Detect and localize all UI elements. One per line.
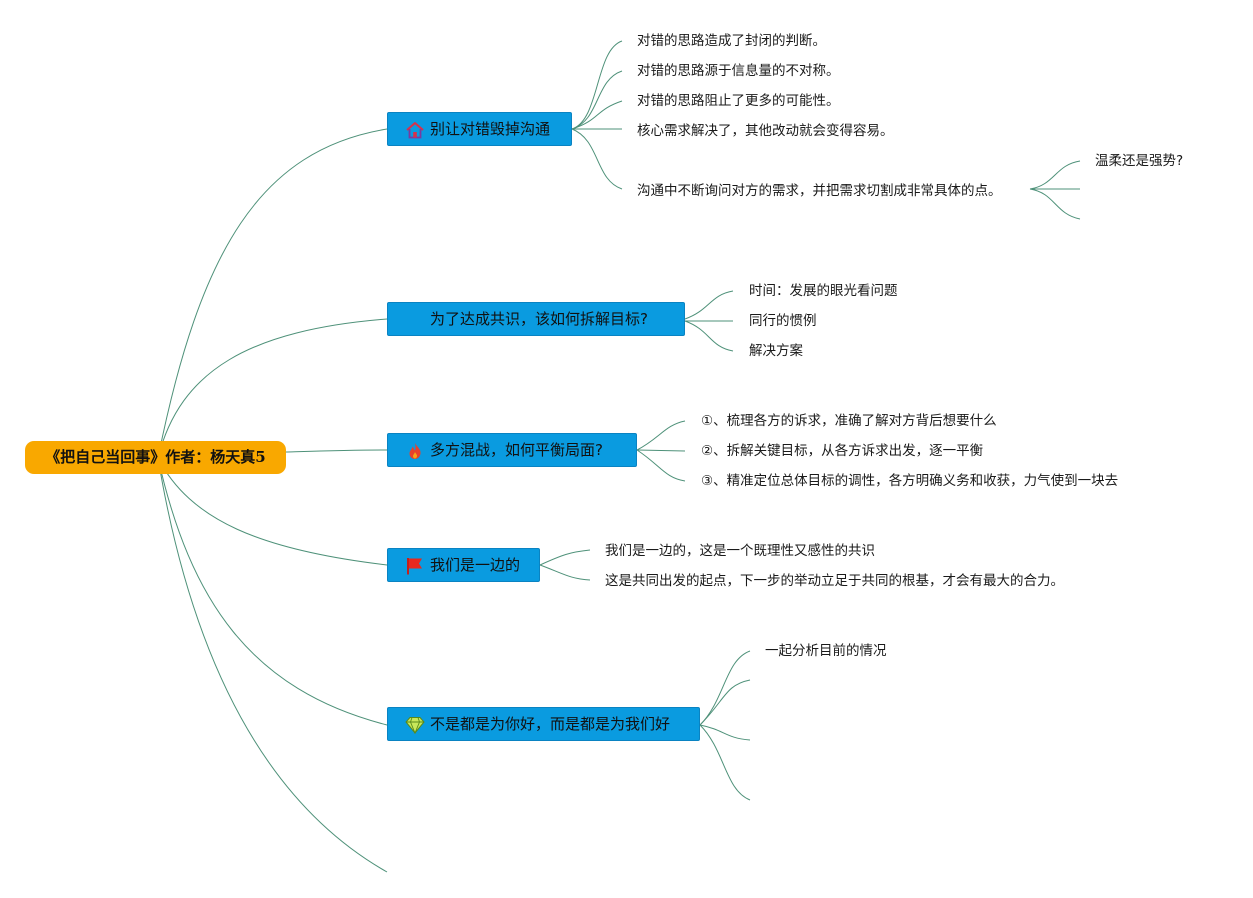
diamond-icon <box>405 717 425 734</box>
branch-label: 别让对错毁掉沟通 <box>430 120 551 138</box>
leaf-item[interactable]: 对错的思路源于信息量的不对称。 <box>637 63 840 79</box>
branch-label: 为了达成共识，该如何拆解目标? <box>430 310 648 328</box>
leaf-item[interactable]: 时间：发展的眼光看问题 <box>749 283 898 299</box>
leaf-item[interactable]: 核心需求解决了，其他改动就会变得容易。 <box>637 123 894 139</box>
branch-label: 我们是一边的 <box>430 556 521 574</box>
leaf-item[interactable]: 对错的思路阻止了更多的可能性。 <box>637 93 840 109</box>
leaf-item[interactable]: 我们是一边的，这是一个既理性又感性的共识 <box>605 543 875 559</box>
sub-leaf-item[interactable]: 温柔还是强势? <box>1095 153 1184 169</box>
branch-label: 不是都是为你好，而是都是为我们好 <box>430 715 671 733</box>
leaf-item[interactable]: ③、精准定位总体目标的调性，各方明确义务和收获，力气使到一块去 <box>701 473 1119 489</box>
leaf-item[interactable]: 解决方案 <box>749 343 803 359</box>
leaf-item[interactable]: ①、梳理各方的诉求，准确了解对方背后想要什么 <box>701 413 997 429</box>
branch-for-us[interactable]: 不是都是为你好，而是都是为我们好 <box>387 707 700 741</box>
branch-same-side[interactable]: 我们是一边的 <box>387 548 540 582</box>
branch-communication[interactable]: 别让对错毁掉沟通 <box>387 112 572 146</box>
leaf-item[interactable]: 一起分析目前的情况 <box>765 643 887 659</box>
branch-balance[interactable]: 多方混战，如何平衡局面? <box>387 433 637 467</box>
branch-consensus[interactable]: 为了达成共识，该如何拆解目标? <box>387 302 685 336</box>
flag-icon <box>407 558 422 575</box>
branch-label: 多方混战，如何平衡局面? <box>430 441 603 459</box>
fire-icon <box>409 443 421 459</box>
leaf-item[interactable]: 同行的惯例 <box>749 313 817 329</box>
leaf-item[interactable]: ②、拆解关键目标，从各方诉求出发，逐一平衡 <box>701 443 984 459</box>
leaf-item[interactable]: 这是共同出发的起点，下一步的举动立足于共同的根基，才会有最大的合力。 <box>605 573 1064 589</box>
house-icon <box>406 122 424 139</box>
root-topic[interactable]: 《把自己当回事》作者：杨天真5 <box>25 441 286 474</box>
leaf-item[interactable]: 对错的思路造成了封闭的判断。 <box>637 33 826 49</box>
leaf-item[interactable]: 沟通中不断询问对方的需求，并把需求切割成非常具体的点。 <box>637 183 1002 199</box>
